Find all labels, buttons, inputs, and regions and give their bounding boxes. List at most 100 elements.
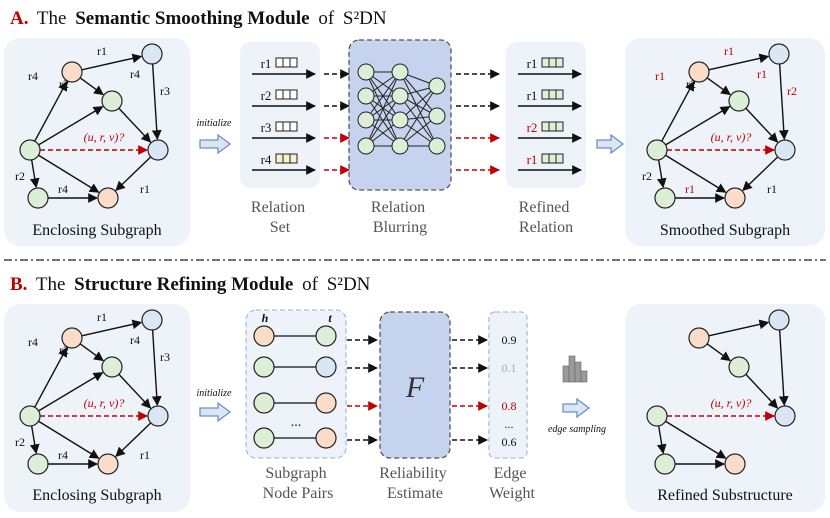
embedding-cell bbox=[541, 57, 550, 68]
embedding-cell bbox=[541, 121, 550, 132]
graph-edge bbox=[38, 154, 100, 193]
edge-label: r1 bbox=[655, 69, 665, 83]
embedding-cell bbox=[548, 121, 557, 132]
svg-text:A. The Semantic Sm: A. The Semantic Smoothing Module of S²DN bbox=[10, 8, 387, 29]
nn-neuron bbox=[428, 107, 446, 125]
graph-node bbox=[728, 90, 750, 112]
initialize-arrow-b bbox=[199, 401, 232, 423]
tail-node bbox=[315, 427, 337, 449]
edge-label: r1 bbox=[767, 182, 777, 196]
graph-edge bbox=[661, 80, 695, 142]
graph-edge bbox=[745, 373, 779, 409]
graph-node bbox=[141, 309, 163, 331]
section-a-letter: A. bbox=[10, 8, 28, 29]
graph-edge bbox=[81, 53, 143, 71]
edge-label: r4 bbox=[58, 448, 68, 462]
nn-neuron bbox=[391, 137, 409, 155]
embedding-cell bbox=[282, 121, 291, 132]
initialize-arrow-a bbox=[199, 133, 232, 155]
nn-neuron bbox=[357, 63, 375, 81]
graph-node bbox=[774, 139, 796, 161]
relation-label: r1 bbox=[261, 56, 272, 71]
graph-edge bbox=[745, 107, 779, 143]
caption-refined-substructure: Refined Substructure bbox=[657, 487, 793, 504]
graph-edge bbox=[34, 80, 68, 142]
caption-relation-set: Relation Set bbox=[251, 199, 309, 236]
edge-label: r1 bbox=[757, 67, 767, 81]
embedding-cell bbox=[289, 153, 298, 164]
graph-edge bbox=[38, 420, 100, 459]
graph-edge bbox=[29, 159, 40, 189]
caption-enclosing-b: Enclosing Subgraph bbox=[32, 487, 161, 504]
edge-label: r2 bbox=[59, 77, 69, 91]
nn-neuron bbox=[357, 111, 375, 129]
caption-relation-blurring: Relation Blurring bbox=[371, 199, 429, 236]
weight-value: 0.8 bbox=[502, 399, 517, 413]
embedding-cell bbox=[555, 121, 564, 132]
embedding-cell bbox=[282, 89, 291, 100]
embedding-cell bbox=[289, 57, 298, 68]
f-label: F bbox=[405, 371, 425, 404]
graph-node bbox=[27, 187, 49, 209]
graph-node bbox=[27, 453, 49, 475]
pair-ellipsis: ... bbox=[291, 415, 302, 430]
graph-edge bbox=[118, 373, 152, 409]
nn-neuron bbox=[428, 77, 446, 95]
edge-label: r1 bbox=[685, 182, 695, 196]
embedding-cell bbox=[282, 153, 291, 164]
graph-node bbox=[141, 43, 163, 65]
graph-node bbox=[724, 453, 746, 475]
graph-edge bbox=[38, 372, 104, 412]
caption-smoothed: Smoothed Subgraph bbox=[660, 222, 790, 239]
weight-value: 0.1 bbox=[502, 361, 517, 375]
nn-connection bbox=[365, 71, 401, 121]
graph-node bbox=[654, 187, 676, 209]
graph-edge bbox=[151, 63, 162, 140]
weight-value: ... bbox=[505, 417, 514, 431]
graph-edge bbox=[29, 425, 40, 455]
graph-node bbox=[728, 356, 750, 378]
graph-edge bbox=[34, 346, 68, 408]
nn-connection bbox=[399, 71, 438, 117]
graph-edge bbox=[778, 63, 789, 140]
edge-label: r4 bbox=[58, 182, 68, 196]
graph-edge bbox=[742, 156, 779, 192]
dashed-connectors-a bbox=[324, 69, 500, 175]
graph-edge bbox=[115, 156, 152, 192]
nn-neuron bbox=[357, 87, 375, 105]
caption-refined-relation: Refined Relation bbox=[519, 199, 574, 236]
head-node bbox=[253, 356, 275, 378]
svg-text:B. The Structure R: B. The Structure Refining Module of S²DN bbox=[10, 274, 371, 295]
edge-sampling-label: edge sampling bbox=[548, 424, 606, 435]
edge-label: r4 bbox=[130, 333, 140, 347]
graph-edge bbox=[81, 319, 143, 337]
edge-label: r1 bbox=[97, 44, 107, 58]
initialize-label-a: initialize bbox=[197, 118, 233, 129]
graph-edge bbox=[708, 319, 770, 337]
edge-label: r2 bbox=[686, 77, 696, 91]
panel-refined-relation bbox=[506, 42, 586, 188]
nn-connection bbox=[365, 95, 401, 147]
refined-substructure-graph: (u, r, v)? bbox=[646, 309, 796, 475]
graph-edge bbox=[656, 159, 667, 189]
nn-neuron bbox=[391, 87, 409, 105]
embedding-cell bbox=[555, 89, 564, 100]
embedding-cell bbox=[541, 153, 550, 164]
panel-reliability-estimate bbox=[379, 311, 451, 459]
edge-label: r3 bbox=[160, 84, 170, 98]
nn-connection bbox=[399, 95, 438, 147]
tail-node bbox=[315, 325, 337, 347]
embedding-cell bbox=[541, 89, 550, 100]
panel-a-smoothed bbox=[625, 38, 825, 246]
panel-a-enclosing bbox=[4, 38, 190, 246]
edge-label: r4 bbox=[130, 67, 140, 81]
graph-node bbox=[688, 61, 710, 83]
nn-neuron bbox=[357, 137, 375, 155]
graph-node bbox=[101, 356, 123, 378]
relation-blurring-network bbox=[357, 63, 446, 155]
graph-edge bbox=[151, 329, 162, 406]
edge-label: r1 bbox=[140, 182, 150, 196]
edge-label: r3 bbox=[160, 350, 170, 364]
section-b-letter: B. bbox=[10, 274, 27, 295]
